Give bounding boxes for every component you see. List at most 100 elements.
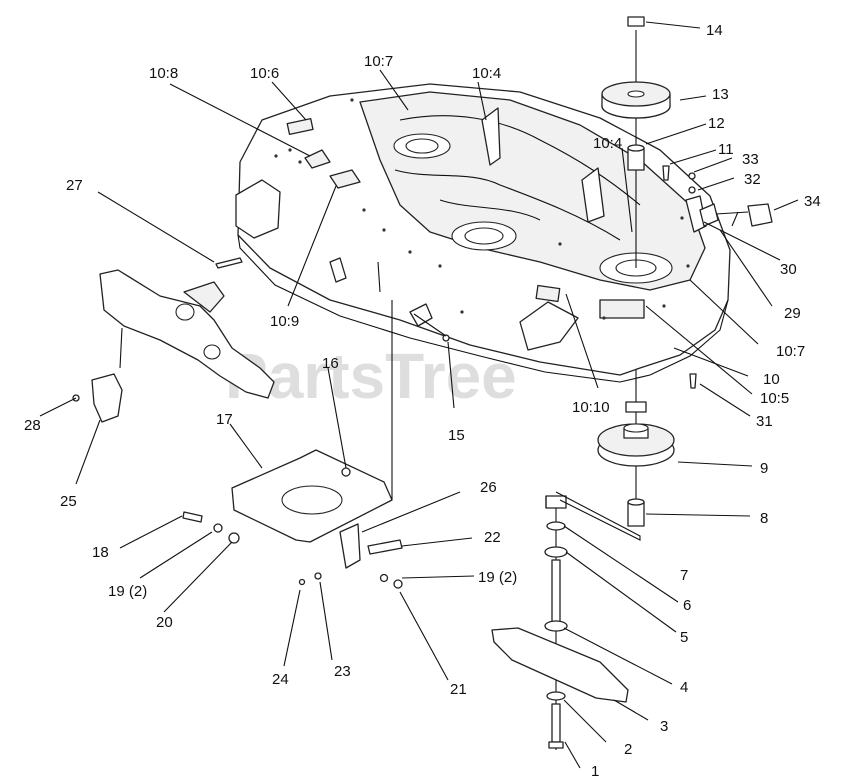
label-25: 25 <box>60 493 77 510</box>
part-2-washer <box>546 691 566 701</box>
part-19-washer-right <box>379 573 389 583</box>
label-2: 2 <box>624 741 632 758</box>
label-10-7-top: 10:7 <box>364 53 393 70</box>
label-32: 32 <box>744 171 761 188</box>
deck-side-bracket <box>235 179 281 239</box>
watermark-text: PartsTree <box>225 340 517 412</box>
part-34-connector <box>747 203 773 227</box>
bracket-10-4-left <box>481 107 501 166</box>
deck-rear-bracket <box>519 301 579 351</box>
label-27: 27 <box>66 177 83 194</box>
part-33-washer <box>688 172 696 180</box>
part-18-bolt <box>182 511 203 523</box>
deck-clip <box>409 303 433 327</box>
label-18: 18 <box>92 544 109 561</box>
label-14: 14 <box>706 22 723 39</box>
label-4: 4 <box>680 679 688 696</box>
part-14-nut <box>627 16 645 27</box>
part-labels: 1 2 3 4 5 6 7 8 9 10 10:4 10:4 10:5 10:6… <box>24 22 821 780</box>
label-22: 22 <box>484 529 501 546</box>
mower-deck <box>235 83 731 383</box>
label-33: 33 <box>742 151 759 168</box>
part-29-switch-bracket <box>685 195 707 233</box>
part-24-screw <box>298 578 306 586</box>
part-26-bracket <box>339 523 361 569</box>
switch-assembly <box>685 195 773 233</box>
label-31: 31 <box>756 413 773 430</box>
watermark: PartsTree TM <box>225 340 623 412</box>
part-22-plate <box>367 539 403 555</box>
label-12: 12 <box>708 115 725 132</box>
label-26: 26 <box>480 479 497 496</box>
label-19-right: 19 (2) <box>478 569 517 586</box>
label-10: 10 <box>763 371 780 388</box>
decal-10-8 <box>304 149 331 169</box>
label-10-5: 10:5 <box>760 390 789 407</box>
spindle-shaft <box>551 559 561 623</box>
part-3-blade <box>491 627 629 703</box>
label-24: 24 <box>272 671 289 688</box>
label-6: 6 <box>683 597 691 614</box>
label-5: 5 <box>680 629 688 646</box>
part-13-pulley <box>601 81 671 119</box>
part-16-bolt <box>341 467 351 477</box>
decal-10-5 <box>599 299 645 319</box>
deck-mounting-holes <box>274 98 690 320</box>
part-32-washer <box>688 186 696 194</box>
decal-10-9 <box>329 169 361 189</box>
part-31-screw <box>689 373 697 389</box>
lift-arm <box>72 257 275 423</box>
label-10-10: 10:10 <box>572 399 610 416</box>
label-13: 13 <box>712 86 729 103</box>
label-7: 7 <box>680 567 688 584</box>
label-21: 21 <box>450 681 467 698</box>
part-4-washer <box>544 620 568 632</box>
label-10-6: 10:6 <box>250 65 279 82</box>
label-29: 29 <box>784 305 801 322</box>
label-34: 34 <box>804 193 821 210</box>
lift-arm-body <box>99 269 275 399</box>
label-28: 28 <box>24 417 41 434</box>
label-10-8: 10:8 <box>149 65 178 82</box>
bracket-10-4-right <box>581 167 605 223</box>
label-9: 9 <box>760 460 768 477</box>
decal-10-10 <box>535 284 561 303</box>
part-9-spindle-housing <box>597 423 675 467</box>
blade-stack <box>491 495 629 750</box>
spindle-stack <box>597 16 675 527</box>
label-20: 20 <box>156 614 173 631</box>
label-11: 11 <box>718 141 734 158</box>
label-10-9: 10:9 <box>270 313 299 330</box>
part-25-bracket <box>91 373 123 423</box>
label-17: 17 <box>216 411 233 428</box>
decal-10-6 <box>286 117 314 136</box>
part-6-washer <box>546 521 566 531</box>
label-30: 30 <box>780 261 797 278</box>
part-20-nut <box>228 532 240 544</box>
part-23-washer <box>314 572 322 580</box>
label-1: 1 <box>591 763 599 780</box>
part-11-screw <box>662 165 670 181</box>
part-27-bolt <box>215 257 243 269</box>
label-23: 23 <box>334 663 351 680</box>
part-19-washer-left <box>213 523 223 533</box>
label-19-left: 19 (2) <box>108 583 147 600</box>
label-10-7-right: 10:7 <box>776 343 805 360</box>
part-1-bolt <box>551 703 561 743</box>
label-10-4-top: 10:4 <box>472 65 501 82</box>
fastener-cluster <box>182 511 403 589</box>
label-16: 16 <box>322 355 339 372</box>
mount-plate-assembly <box>231 300 450 569</box>
leader-lines <box>39 21 799 769</box>
part-15-screw <box>442 334 450 342</box>
label-8: 8 <box>760 510 768 527</box>
part-30-switch <box>699 203 719 227</box>
part-5-blade-hub <box>544 546 568 558</box>
spindle-bearing <box>625 401 647 413</box>
label-3: 3 <box>660 718 668 735</box>
part-21-nut <box>393 579 403 589</box>
label-15: 15 <box>448 427 465 444</box>
hardware-small <box>662 165 697 389</box>
label-10-4-right: 10:4 <box>593 135 622 152</box>
